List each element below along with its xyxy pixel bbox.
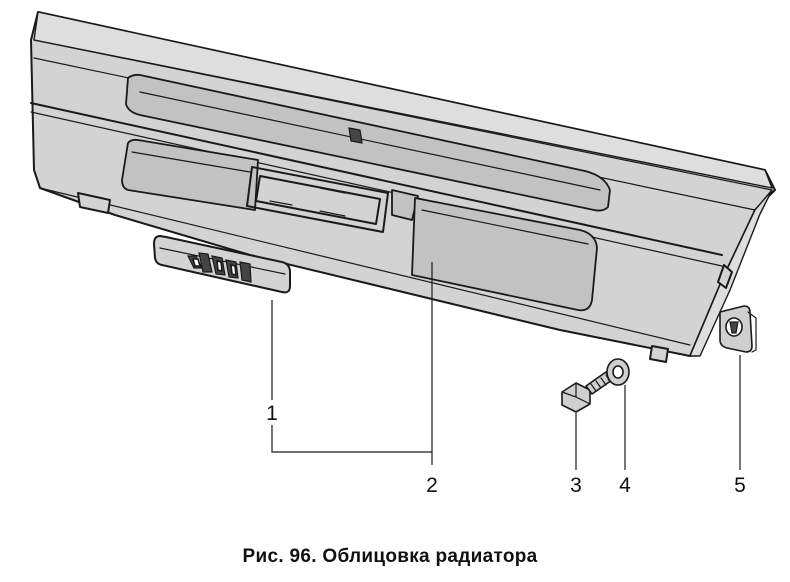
clip-nut — [719, 305, 757, 353]
callout-labels: 1 2 3 4 5 — [266, 402, 746, 497]
figure-caption: Рис. 96. Облицовка радиатора — [243, 546, 538, 567]
leader-line-1-2-bracket — [271, 425, 432, 453]
washer — [606, 358, 630, 386]
callout-5: 5 — [734, 474, 746, 497]
leader-lines — [271, 262, 741, 470]
callout-2: 2 — [426, 474, 438, 497]
radiator-grille-panel — [30, 11, 776, 363]
callout-1: 1 — [266, 402, 278, 425]
emblem-badge — [153, 235, 291, 294]
bolt — [561, 371, 613, 413]
callout-3: 3 — [570, 474, 582, 497]
callout-4: 4 — [619, 474, 631, 497]
